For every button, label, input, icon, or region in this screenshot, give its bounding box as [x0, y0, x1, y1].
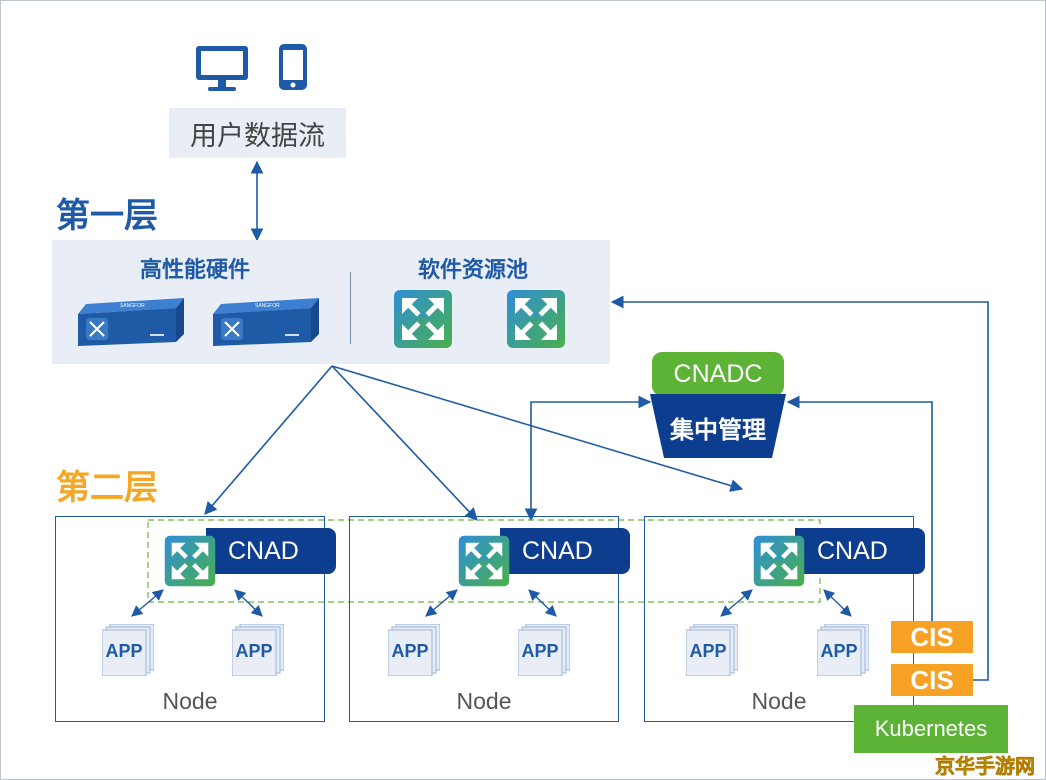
load-balancer-icon	[458, 535, 510, 587]
node-label: Node	[162, 688, 218, 714]
app-stack-icon	[388, 624, 440, 676]
app-stack-icon	[518, 624, 570, 676]
node-label: Node	[456, 688, 512, 714]
cnad-label: CNAD	[795, 528, 925, 574]
cnadc-subtitle: 集中管理	[670, 416, 766, 444]
software-pool-label: 软件资源池	[418, 257, 529, 282]
app-label: APP	[235, 641, 273, 661]
user-data-flow-box: 用户数据流	[169, 108, 346, 158]
node-box	[349, 516, 619, 722]
layer2-title: 第二层	[56, 468, 158, 508]
cnadc-label: CNADC	[652, 352, 784, 396]
layer1-title: 第一层	[56, 196, 158, 236]
app-stack-icon	[102, 624, 154, 676]
phone-icon	[279, 44, 307, 90]
brand-mark-2: SANGFOR	[255, 303, 280, 309]
brand-mark-1: SANGFOR	[120, 303, 145, 309]
load-balancer-icon	[394, 290, 452, 348]
load-balancer-icon	[164, 535, 216, 587]
node-box	[55, 516, 325, 722]
cnadc-node2-arrow	[524, 395, 652, 522]
app-stack-icon	[686, 624, 738, 676]
monitor-icon	[196, 46, 248, 91]
app-stack-icon	[817, 624, 869, 676]
app-stack-icon	[232, 624, 284, 676]
load-balancer-icon	[507, 290, 565, 348]
app-label: APP	[105, 641, 143, 661]
fanout-arrow-node1	[204, 365, 333, 515]
kubernetes-label: Kubernetes	[854, 705, 1008, 753]
cis-cnadc-arrow	[786, 395, 933, 621]
load-balancer-icon	[753, 535, 805, 587]
cis-badge: CIS	[891, 664, 973, 696]
app-label: APP	[820, 641, 858, 661]
hardware-appliance-1: SANGFOR	[78, 298, 184, 346]
app-label: APP	[391, 641, 429, 661]
fanout-arrow-node2	[331, 365, 478, 521]
cis-layer1-arrow	[610, 295, 989, 681]
node-box	[644, 516, 914, 722]
app-label: APP	[521, 641, 559, 661]
hardware-label: 高性能硬件	[140, 257, 251, 282]
layer1-divider	[350, 272, 351, 344]
cnad-label: CNAD	[206, 528, 336, 574]
watermark: 京华手游网	[935, 754, 1036, 779]
hardware-appliance-2: SANGFOR	[213, 298, 319, 346]
cnadc-management-shape	[650, 394, 786, 458]
app-label: APP	[689, 641, 727, 661]
node-label: Node	[751, 688, 807, 714]
cnad-label: CNAD	[500, 528, 630, 574]
cis-badge: CIS	[891, 621, 973, 653]
